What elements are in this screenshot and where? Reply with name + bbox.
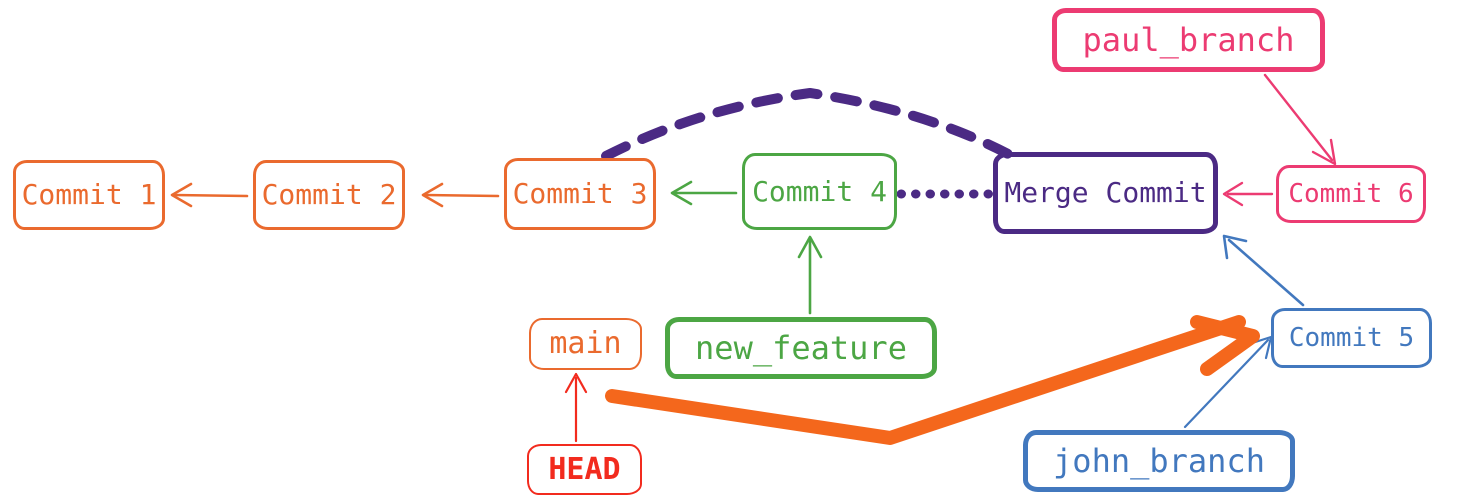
branch-label-new-feature[interactable]: new_feature xyxy=(665,317,937,379)
edge-commit3-to-commit2 xyxy=(421,182,500,208)
node-commit-2-label: Commit 2 xyxy=(261,178,397,211)
edge-commit2-to-commit1 xyxy=(170,182,249,208)
edge-newfeature-to-commit4 xyxy=(797,235,823,315)
branch-label-main[interactable]: main xyxy=(529,318,642,370)
edge-head-to-main xyxy=(564,372,588,443)
node-merge-commit-label: Merge Commit xyxy=(1004,176,1207,209)
node-commit-1[interactable]: Commit 1 xyxy=(13,160,165,230)
branch-label-john-branch-text: john_branch xyxy=(1053,442,1265,480)
node-commit-6[interactable]: Commit 6 xyxy=(1276,165,1426,223)
node-commit-5-label: Commit 5 xyxy=(1288,323,1415,353)
edge-johnbranch-to-commit5 xyxy=(1183,335,1273,429)
branch-label-head-text: HEAD xyxy=(548,451,621,487)
node-commit-5[interactable]: Commit 5 xyxy=(1271,308,1432,368)
node-commit-3-label: Commit 3 xyxy=(512,177,648,210)
branch-label-paul-branch[interactable]: paul_branch xyxy=(1052,8,1325,72)
edge-commit5-to-merge xyxy=(1222,234,1305,307)
branch-label-paul-branch-text: paul_branch xyxy=(1082,21,1295,59)
edge-commit4-to-commit3 xyxy=(670,180,738,206)
node-commit-4-label: Commit 4 xyxy=(752,174,887,208)
node-commit-6-label: Commit 6 xyxy=(1288,179,1414,209)
node-commit-4[interactable]: Commit 4 xyxy=(742,153,897,230)
node-commit-3[interactable]: Commit 3 xyxy=(504,158,656,230)
branch-label-john-branch[interactable]: john_branch xyxy=(1023,430,1295,492)
branch-label-new-feature-text: new_feature xyxy=(695,329,907,367)
node-commit-1-label: Commit 1 xyxy=(21,178,157,211)
node-merge-commit[interactable]: Merge Commit xyxy=(993,152,1218,234)
edge-commit6-to-merge xyxy=(1222,181,1274,207)
edge-merge-to-commit3-arc xyxy=(601,87,1017,161)
node-commit-2[interactable]: Commit 2 xyxy=(253,160,405,230)
branch-label-head[interactable]: HEAD xyxy=(527,444,642,495)
branch-label-main-text: main xyxy=(549,326,622,361)
edge-paulbranch-to-commit6 xyxy=(1263,73,1337,166)
